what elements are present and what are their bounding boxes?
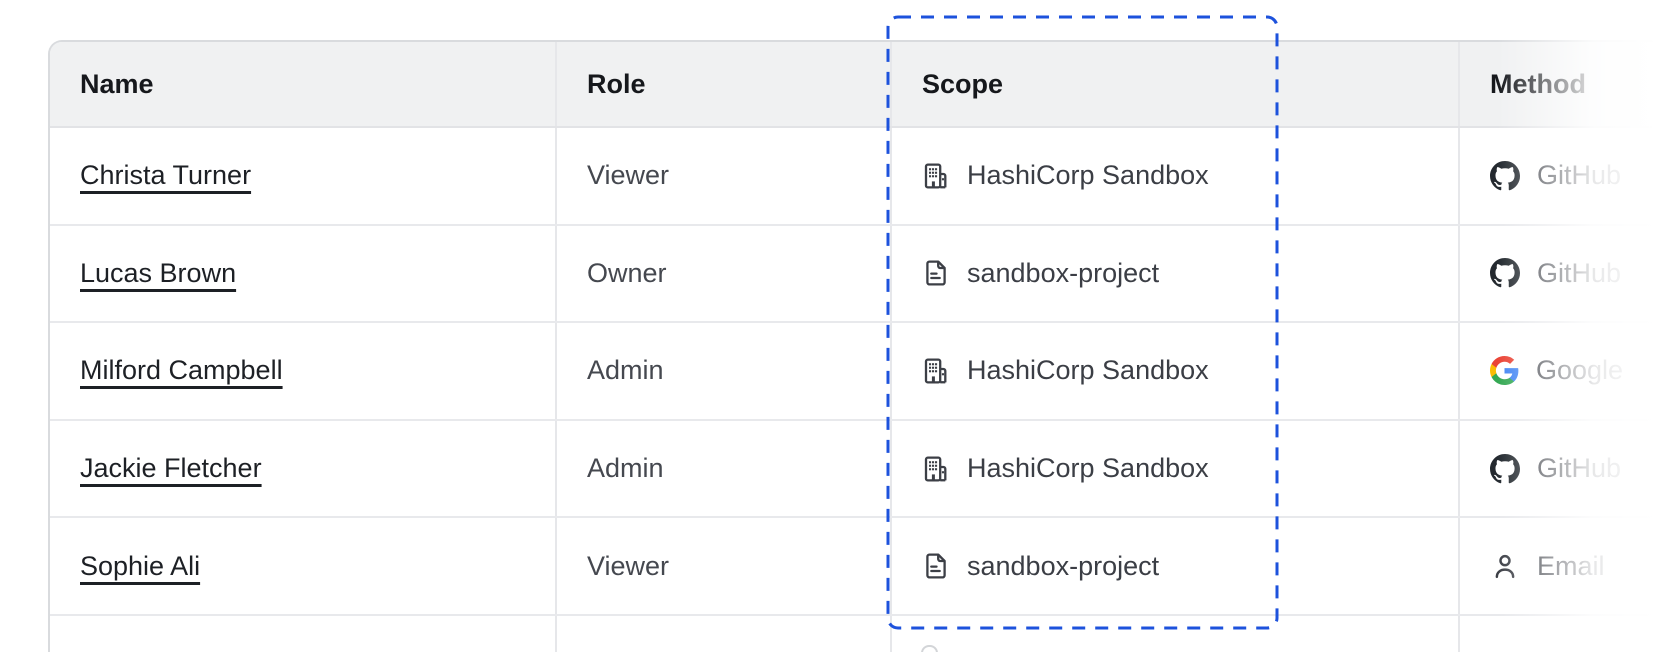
method-value: Email	[1537, 550, 1605, 581]
column-header-name-label: Name	[80, 68, 154, 99]
name-cell: Christa Turner	[50, 128, 555, 224]
table-header-row: Name Role Scope Method	[50, 42, 1672, 128]
name-cell: Jackie Fletcher	[50, 421, 555, 517]
table-row: Jackie Fletcher Admin HashiCorp Sandbox …	[50, 420, 1672, 519]
scope-cell: HashiCorp Sandbox	[890, 420, 1458, 517]
method-value: GitHub	[1537, 453, 1622, 484]
members-table: Name Role Scope Method Christa Turner Vi…	[48, 40, 1672, 652]
role-cell: Viewer	[555, 128, 890, 224]
role-value: Owner	[587, 257, 667, 288]
project-file-icon	[922, 259, 950, 287]
table-row: Sophie Ali Viewer sandbox-project Email	[50, 518, 1672, 616]
role-value: Viewer	[587, 550, 670, 581]
column-header-method: Method	[1458, 42, 1672, 126]
table-row: Milford Campbell Admin HashiCorp Sandbox…	[50, 323, 1672, 421]
organization-icon	[922, 455, 950, 483]
method-value: GitHub	[1537, 257, 1622, 288]
name-cell	[50, 616, 555, 652]
name-cell: Lucas Brown	[50, 226, 555, 322]
method-cell: GitHub	[1458, 128, 1672, 224]
table-row-partial	[50, 615, 1672, 652]
scope-cell: sandbox-project	[890, 518, 1458, 614]
scope-value: sandbox-project	[967, 257, 1160, 288]
role-cell: Admin	[555, 323, 890, 419]
method-value: GitHub	[1537, 160, 1622, 191]
member-name-link[interactable]: Milford Campbell	[80, 355, 283, 386]
member-name-link[interactable]: Christa Turner	[80, 160, 252, 191]
role-cell: Viewer	[555, 518, 890, 614]
scope-value: HashiCorp Sandbox	[967, 160, 1209, 191]
table-row: Christa Turner Viewer HashiCorp Sandbox …	[50, 128, 1672, 226]
scope-value: HashiCorp Sandbox	[967, 453, 1209, 484]
method-cell: GitHub	[1458, 225, 1672, 322]
github-icon	[1490, 453, 1520, 484]
column-header-method-label: Method	[1490, 68, 1586, 99]
column-header-role: Role	[555, 42, 890, 126]
google-icon	[1490, 356, 1519, 386]
role-value: Admin	[587, 453, 664, 484]
name-cell: Sophie Ali	[50, 518, 555, 614]
method-cell: Google	[1458, 323, 1672, 419]
method-cell	[1458, 615, 1672, 652]
scope-cell: HashiCorp Sandbox	[890, 128, 1458, 224]
method-value: Google	[1536, 355, 1624, 386]
member-name-link[interactable]: Lucas Brown	[80, 257, 237, 288]
scope-cell	[890, 615, 1458, 652]
scope-value: HashiCorp Sandbox	[967, 355, 1209, 386]
role-cell: Admin	[555, 420, 890, 517]
partial-scope-icon	[921, 645, 938, 652]
role-value: Admin	[587, 355, 664, 386]
role-cell	[555, 615, 890, 652]
role-cell: Owner	[555, 225, 890, 322]
organization-icon	[922, 357, 950, 385]
github-icon	[1490, 160, 1520, 191]
scope-cell: HashiCorp Sandbox	[890, 323, 1458, 419]
column-header-role-label: Role	[587, 68, 646, 99]
scope-value: sandbox-project	[967, 550, 1160, 581]
name-cell: Milford Campbell	[50, 323, 555, 419]
column-header-scope: Scope	[890, 42, 1458, 126]
method-cell: GitHub	[1458, 420, 1672, 517]
member-name-link[interactable]: Jackie Fletcher	[80, 453, 262, 484]
project-file-icon	[922, 552, 950, 580]
member-name-link[interactable]: Sophie Ali	[80, 550, 201, 581]
organization-icon	[922, 162, 950, 190]
scope-cell: sandbox-project	[890, 225, 1458, 322]
person-icon	[1490, 551, 1520, 581]
table-row: Lucas Brown Owner sandbox-project GitHub	[50, 225, 1672, 324]
role-value: Viewer	[587, 160, 670, 191]
column-header-name: Name	[50, 42, 555, 126]
github-icon	[1490, 258, 1520, 288]
method-cell: Email	[1458, 518, 1672, 614]
column-header-scope-label: Scope	[922, 68, 1004, 99]
